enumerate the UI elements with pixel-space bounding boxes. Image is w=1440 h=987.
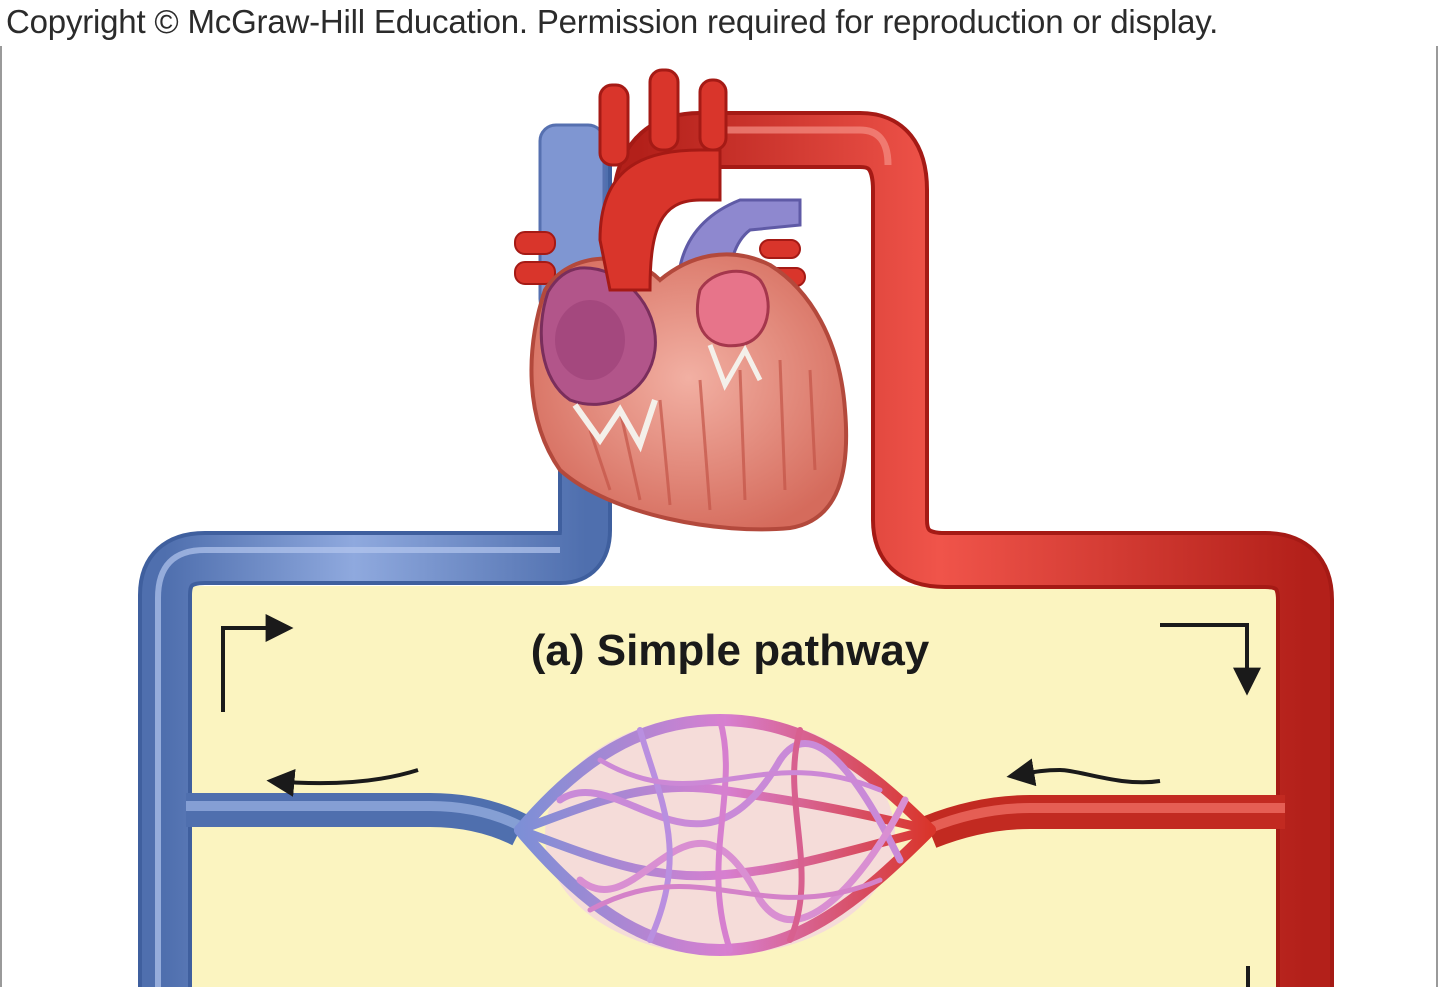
diagram-caption: (a) Simple pathway: [531, 626, 930, 675]
figure-frame: [0, 46, 1438, 987]
flow-arrow-upper-right: [1160, 623, 1261, 696]
flow-arrow-artery: [1006, 758, 1161, 787]
copyright-notice: Copyright © McGraw-Hill Education. Permi…: [6, 3, 1219, 40]
heart-illustration: [514, 68, 849, 532]
capillary-bed: [514, 713, 936, 957]
flow-arrow-upper-left: [221, 614, 294, 712]
flow-arrows: [221, 614, 1261, 987]
vein-vessel: [138, 140, 612, 987]
flow-arrow-vein: [266, 768, 419, 797]
